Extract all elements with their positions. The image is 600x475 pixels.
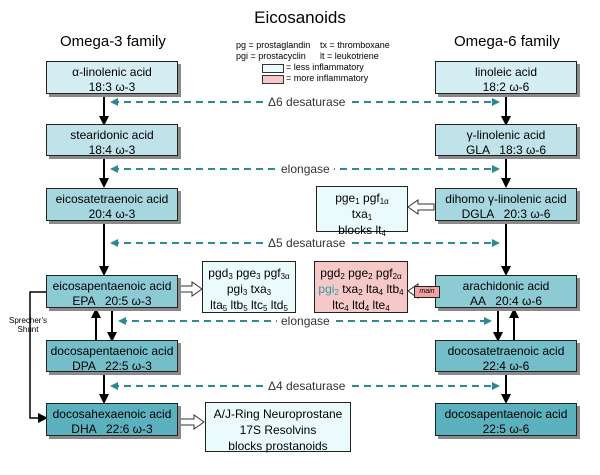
dgla-products-box: pge1 pgf1α txa1 blocks lt4 [316, 186, 408, 238]
aa-products-box: pgd2 pge2 pgf2α pgi2 txa2 lta4 ltb4 ltc4… [314, 261, 408, 313]
dgla-box: dihomo γ-linolenic acid DGLA 20:3 ω-6 [435, 188, 577, 221]
dgla-name: dihomo γ-linolenic acid [445, 192, 567, 206]
dha-products-line2: 17S Resolvins [239, 423, 317, 437]
legend-lt: lt = leukotriene [320, 51, 379, 61]
enzyme-label-d5: Δ5 desaturase [264, 236, 350, 250]
aa-products-line3: ltc4 ltd4 lte4 [332, 298, 390, 313]
omega-3-family-heading: Omega-3 family [60, 33, 166, 50]
ala-name: α-linolenic acid [72, 65, 152, 79]
dpa6-box: docosapentaenoic acid 22:5 ω-6 [435, 403, 577, 436]
epa-products-box: pgd3 pge3 pgf3α pgi3 txa3 lta5 ltb5 ltc5… [202, 261, 296, 313]
aa-products-line2: pgi2 txa2 lta4 ltb4 [318, 282, 404, 297]
legend-tx: tx = thromboxane [320, 40, 390, 50]
aa-box: arachidonic acid AA 20:4 ω-6 [435, 275, 577, 308]
product-arrow-epa [177, 281, 203, 297]
la-formula: 18:2 ω-6 [482, 80, 530, 94]
epa-products-line3: lta5 ltb5 ltc5 ltd5 [210, 298, 288, 313]
dta-box: docosatetraenoic acid 22:4 ω-6 [435, 340, 577, 373]
epa-products-line2: pgi3 txa3 [226, 282, 272, 297]
sprechers-shunt-path [29, 291, 48, 423]
gla-formula: GLA 18:3 ω-6 [465, 143, 547, 157]
enzyme-label-d4: Δ4 desaturase [264, 379, 350, 393]
la-box: linoleic acid 18:2 ω-6 [435, 61, 577, 94]
dpa6-name: docosapentaenoic acid [444, 407, 568, 421]
sda-formula: 18:4 ω-3 [88, 143, 136, 157]
legend-less-swatch [262, 64, 284, 73]
dgla-formula: DGLA 20:3 ω-6 [461, 207, 551, 221]
la-name: linoleic acid [474, 65, 538, 79]
sda-name: stearidonic acid [70, 128, 154, 142]
enzyme-label-elongase-2: elongase [277, 314, 334, 328]
epa-products-line1: pgd3 pge3 pgf3α [208, 266, 290, 281]
gla-box: γ-linolenic acid GLA 18:3 ω-6 [435, 124, 577, 157]
dta-name: docosatetraenoic acid [447, 344, 565, 358]
dha-products-line3: blocks prostanoids [228, 439, 328, 453]
sda-box: stearidonic acid 18:4 ω-3 [46, 124, 178, 157]
aa-name: arachidonic acid [462, 279, 550, 293]
enzyme-label-elongase-1: elongase [277, 162, 334, 176]
dpa6-formula: 22:5 ω-6 [482, 422, 530, 436]
legend-pgi: pgi = prostacyclin [236, 51, 306, 61]
dha-formula: DHA 22:6 ω-3 [71, 422, 153, 436]
dha-products-box: A/J-Ring Neuroprostane 17S Resolvins blo… [205, 402, 351, 453]
sprechers-shunt-label: Sprecher's Shunt [9, 316, 47, 334]
dgla-products-line3: blocks lt4 [338, 223, 386, 238]
dta-formula: 22:4 ω-6 [482, 359, 530, 373]
omega-6-family-heading: Omega-6 family [454, 33, 560, 50]
eta-formula: 20:4 ω-3 [88, 207, 136, 221]
dpa-formula: DPA 22:5 ω-3 [72, 359, 152, 373]
ala-box: α-linolenic acid 18:3 ω-3 [46, 61, 178, 94]
diagram-title: Eicosanoids [254, 8, 346, 27]
legend-pg: pg = prostaglandin [236, 40, 311, 50]
dpa-box: docosapentaenoic acid DPA 22:5 ω-3 [46, 340, 178, 373]
epa-name: eicosapentaenoic acid [52, 279, 172, 293]
product-arrow-dgla [407, 199, 435, 215]
legend-more-swatch [262, 75, 284, 84]
dha-name: docosahexaenoic acid [52, 407, 172, 421]
epa-formula: EPA 20:5 ω-3 [72, 294, 152, 308]
dgla-products-line2: txa1 [351, 207, 373, 222]
product-arrow-dha [177, 414, 205, 430]
main-pathway-badge: main [414, 286, 440, 298]
legend-less-inflammatory: = less inflammatory [286, 62, 364, 72]
eta-name: eicosatetraenoic acid [55, 192, 169, 206]
gla-name: γ-linolenic acid [466, 128, 546, 142]
enzyme-label-d6: Δ6 desaturase [264, 95, 350, 109]
dha-products-line1: A/J-Ring Neuroprostane [213, 407, 343, 421]
dgla-products-line1: pge1 pgf1α [335, 191, 389, 206]
epa-box: eicosapentaenoic acid EPA 20:5 ω-3 [46, 275, 178, 308]
aa-formula: AA 20:4 ω-6 [469, 294, 543, 308]
dpa-name: docosapentaenoic acid [50, 344, 174, 358]
aa-products-line1: pgd2 pge2 pgf2α [320, 266, 402, 281]
ala-formula: 18:3 ω-3 [88, 80, 136, 94]
dha-box: docosahexaenoic acid DHA 22:6 ω-3 [46, 403, 178, 436]
legend-more-inflammatory: = more inflammatory [286, 73, 369, 83]
eta-box: eicosatetraenoic acid 20:4 ω-3 [46, 188, 178, 221]
